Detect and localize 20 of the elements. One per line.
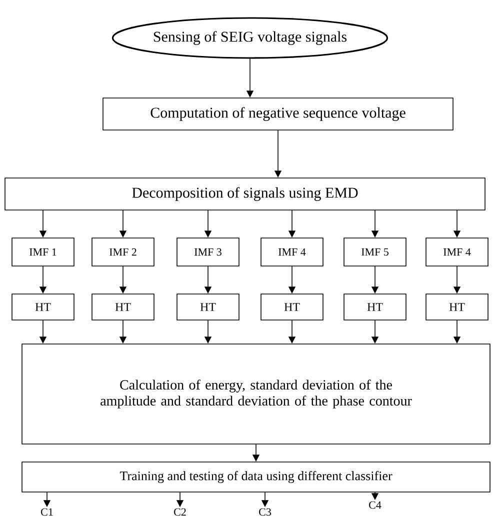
process-box: Training and testing of data using different classifier xyxy=(22,462,490,492)
process-box: Computation of negative sequence voltage xyxy=(102,98,454,130)
output-label: C2 xyxy=(174,508,186,516)
process-box: IMF 5 xyxy=(344,238,406,266)
process-box: IMF 4 xyxy=(426,238,488,266)
process-box: Decomposition of signals using EMD xyxy=(4,178,486,210)
output-label: C4 xyxy=(369,501,382,509)
process-box: HT xyxy=(344,294,406,320)
process-box: HT xyxy=(92,294,154,320)
process-box: IMF 1 xyxy=(12,238,74,266)
process-box: IMF 4 xyxy=(260,238,324,266)
process-box: HT xyxy=(260,294,324,320)
process-box: HT xyxy=(176,294,240,320)
process-box: HT xyxy=(12,294,74,320)
output-label: C1 xyxy=(41,508,53,516)
output-label: C3 xyxy=(259,508,271,516)
process-box: HT xyxy=(426,294,488,320)
process-box: IMF 3 xyxy=(176,238,240,266)
process-box: IMF 2 xyxy=(92,238,154,266)
process-box: Calculation of energy, standard deviation of the amplitude and standard deviation of the phase contour xyxy=(22,344,490,444)
